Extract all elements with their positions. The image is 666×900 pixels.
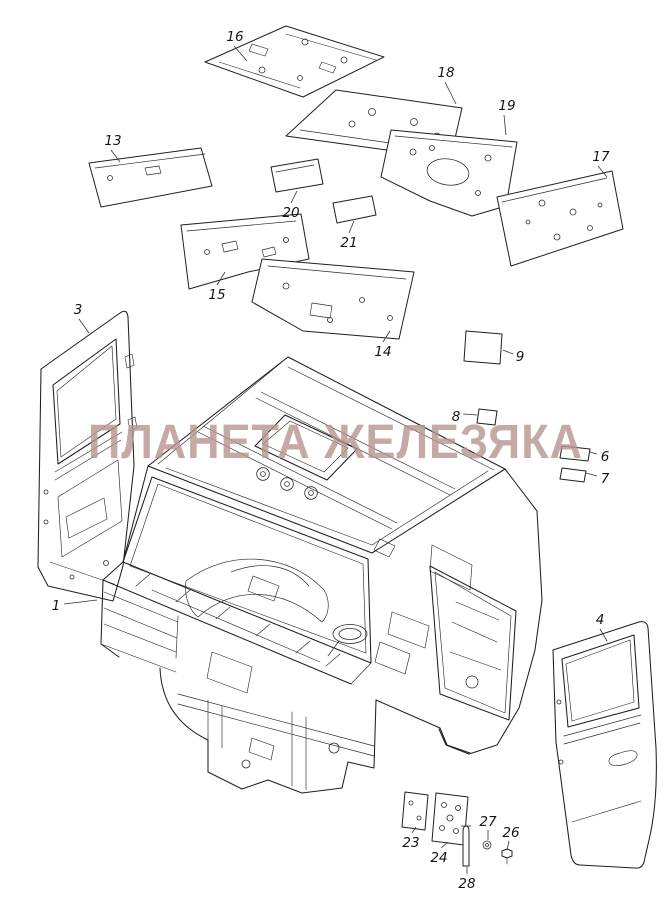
screw-26 (501, 848, 513, 865)
roof-insulation-panel-16 (204, 25, 385, 98)
insulation-pad-20 (270, 158, 324, 193)
insulation-panel-19 (380, 129, 518, 217)
part-label-24: 24 (430, 850, 447, 866)
part-label-13: 13 (104, 133, 121, 149)
cab-body (100, 356, 543, 794)
insulation-pad-21 (332, 195, 377, 224)
part-label-17: 17 (592, 149, 610, 165)
part-label-18: 18 (437, 65, 454, 81)
insulation-pad-9 (463, 330, 503, 365)
insulation-panel-17 (496, 170, 624, 267)
part-label-20: 20 (282, 205, 299, 221)
part-label-3: 3 (74, 302, 83, 318)
part-label-21: 21 (340, 235, 357, 251)
washer-27 (482, 840, 492, 850)
part-label-15: 15 (208, 287, 225, 303)
part-label-23: 23 (402, 835, 419, 851)
part-label-19: 19 (498, 98, 515, 114)
insulation-pad-8 (476, 408, 498, 426)
part-label-27: 27 (479, 814, 497, 830)
part-label-16: 16 (226, 29, 243, 45)
part-label-1: 1 (52, 598, 61, 614)
mount-plate-23 (401, 791, 429, 831)
insulation-pad-7 (559, 467, 587, 483)
part-label-7: 7 (601, 471, 610, 487)
leader-lines (63, 45, 608, 874)
part-label-4: 4 (596, 612, 605, 628)
part-labels: 1 3 4 6 7 8 9 13 14 15 16 17 18 19 20 21… (52, 29, 610, 892)
part-label-28: 28 (458, 876, 475, 892)
part-label-8: 8 (452, 409, 461, 425)
insulation-pad-6 (559, 445, 591, 462)
part-label-9: 9 (516, 349, 525, 365)
hinge-pin-28 (460, 825, 472, 867)
part-label-14: 14 (374, 344, 391, 360)
insulation-panel-13 (88, 147, 213, 208)
part-label-26: 26 (502, 825, 519, 841)
watermark-text: ПЛАНЕТА ЖЕЛЕЗЯКА (88, 416, 583, 469)
part-label-6: 6 (601, 449, 610, 465)
insulation-panel-14 (251, 258, 415, 340)
right-door (552, 621, 657, 869)
